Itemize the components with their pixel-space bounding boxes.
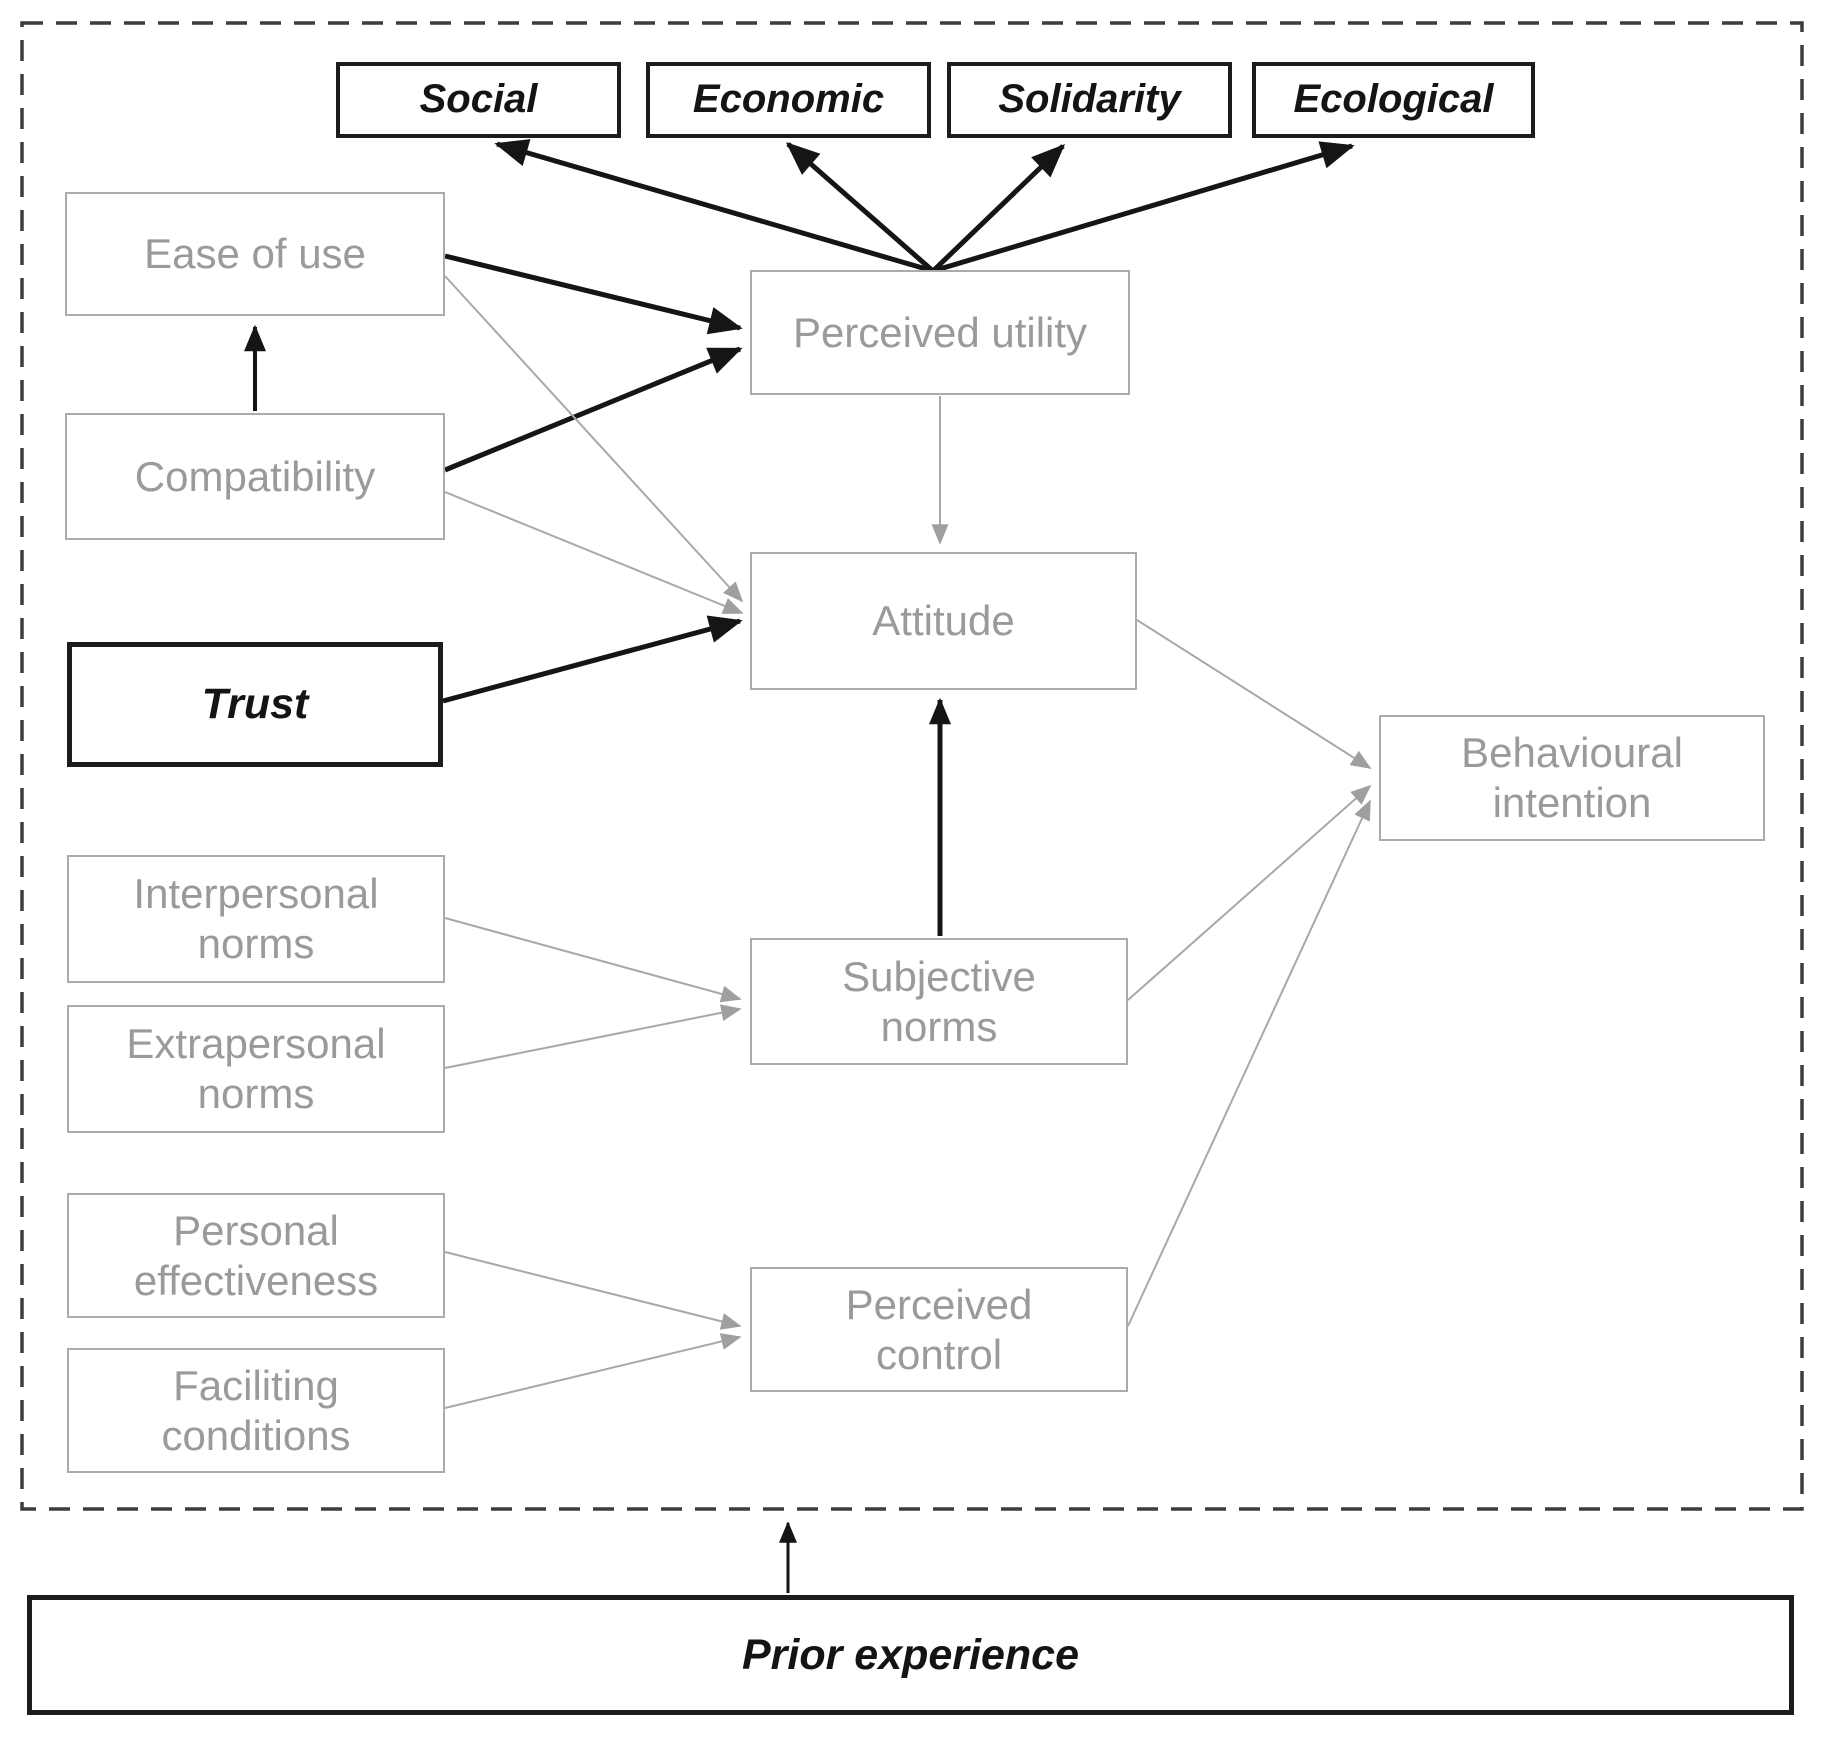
arrow-trust-to-attitude <box>442 615 743 704</box>
node-faciliting-conditions: Faciliting conditions <box>67 1348 445 1473</box>
arrow-interpersonal-to-subjective <box>444 917 742 1003</box>
node-behavioural-intention-label: Behavioural intention <box>1461 729 1683 826</box>
node-social-label: Social <box>419 77 538 122</box>
node-subjective-norms-label: Subjective norms <box>842 952 1036 1050</box>
arrow-utility-to-solidarity <box>931 144 1066 273</box>
node-behavioural-intention: Behavioural intention <box>1379 715 1765 841</box>
arrow-personal-effectiveness-to-control <box>444 1251 742 1330</box>
node-compatibility: Compatibility <box>65 413 445 540</box>
arrow-subjective-norms-to-intention <box>1127 784 1372 1001</box>
node-compatibility-label: Compatibility <box>134 452 376 500</box>
node-faciliting-conditions-label: Faciliting conditions <box>161 1361 351 1459</box>
arrow-ease-to-utility <box>444 253 743 335</box>
node-interpersonal-norms: Interpersonal norms <box>67 855 445 983</box>
node-ease-of-use-label: Ease of use <box>144 230 366 278</box>
node-extrapersonal-norms: Extrapersonal norms <box>67 1005 445 1133</box>
arrow-utility-to-social <box>494 139 934 274</box>
node-personal-effectiveness: Personal effectiveness <box>67 1193 445 1318</box>
node-economic-label: Economic <box>692 77 885 122</box>
node-prior-experience-label: Prior experience <box>741 1630 1079 1679</box>
node-perceived-control-label: Perceived control <box>845 1280 1033 1378</box>
node-perceived-control: Perceived control <box>750 1267 1128 1392</box>
node-trust-label: Trust <box>201 680 309 729</box>
arrow-extrapersonal-to-subjective <box>444 1004 742 1069</box>
node-economic: Economic <box>646 62 931 138</box>
node-perceived-utility: Perceived utility <box>750 270 1130 395</box>
node-ecological: Ecological <box>1252 62 1535 138</box>
arrow-ease-to-attitude <box>444 275 744 603</box>
node-interpersonal-norms-label: Interpersonal norms <box>133 870 379 967</box>
arrow-compatibility-to-attitude <box>444 491 744 614</box>
node-solidarity-label: Solidarity <box>998 77 1181 122</box>
node-solidarity: Solidarity <box>947 62 1232 138</box>
node-trust: Trust <box>67 642 443 767</box>
node-extrapersonal-norms-label: Extrapersonal norms <box>126 1020 386 1117</box>
node-personal-effectiveness-label: Personal effectiveness <box>133 1206 379 1304</box>
node-perceived-utility-label: Perceived utility <box>792 308 1088 356</box>
dashed-boundary <box>20 21 1804 1511</box>
node-attitude: Attitude <box>750 552 1137 690</box>
arrow-faciliting-to-control <box>444 1333 742 1409</box>
node-ease-of-use: Ease of use <box>65 192 445 316</box>
node-prior-experience: Prior experience <box>27 1595 1794 1715</box>
arrow-perceived-control-to-intention <box>1127 799 1371 1327</box>
node-subjective-norms: Subjective norms <box>750 938 1128 1065</box>
arrow-attitude-to-intention <box>1136 619 1372 769</box>
node-attitude-label: Attitude <box>872 597 1015 645</box>
arrow-utility-to-ecological <box>932 141 1355 274</box>
arrow-compatibility-to-utility <box>444 346 743 473</box>
arrow-utility-to-economic <box>785 142 935 273</box>
node-ecological-label: Ecological <box>1293 77 1494 122</box>
node-social: Social <box>336 62 621 138</box>
